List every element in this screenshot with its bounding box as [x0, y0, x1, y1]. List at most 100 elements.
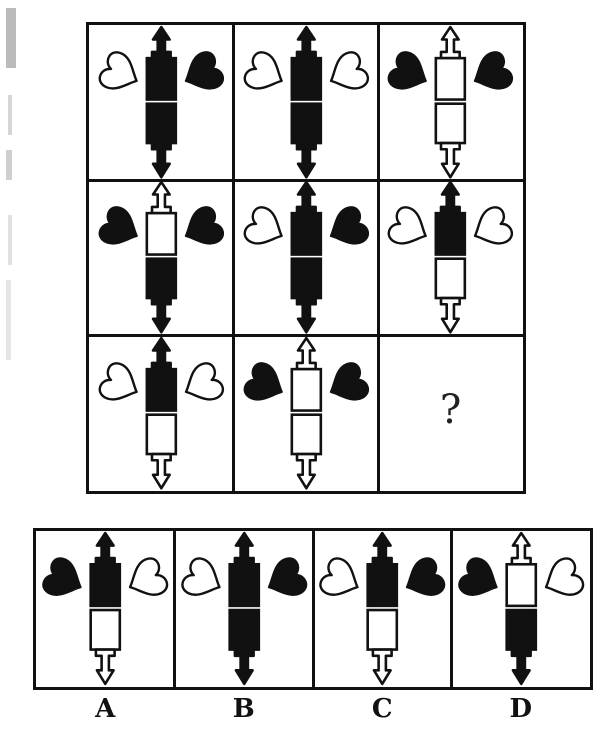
- bottom-box: [89, 608, 122, 651]
- tail-arrow-icon: [371, 648, 393, 686]
- tail-arrow-icon: [150, 297, 172, 334]
- left-heart-icon: [42, 557, 82, 596]
- head-arrow-icon: [150, 181, 172, 215]
- top-box: [290, 367, 322, 412]
- figure: [243, 25, 369, 179]
- option-figure: [457, 531, 584, 686]
- top-box: [145, 367, 178, 412]
- tail-arrow-icon: [440, 297, 462, 334]
- figure: [387, 25, 514, 179]
- option-label-b: B: [232, 694, 255, 724]
- option-label-c: C: [371, 694, 393, 724]
- grid-cell-r1c2: [234, 25, 379, 180]
- left-heart-icon: [387, 51, 428, 90]
- top-box: [290, 212, 322, 257]
- top-box: [145, 56, 178, 101]
- figure: [98, 181, 225, 334]
- right-heart-icon: [184, 206, 225, 245]
- tail-arrow-icon: [510, 648, 532, 686]
- head-arrow-icon: [440, 25, 462, 60]
- option-label-a: A: [95, 694, 116, 724]
- left-heart-icon: [243, 51, 283, 90]
- right-heart-icon: [184, 51, 225, 90]
- head-arrow-icon: [295, 336, 317, 371]
- top-box: [434, 212, 467, 257]
- option-divider: [311, 531, 315, 687]
- figure: [387, 181, 514, 334]
- left-heart-icon: [319, 557, 359, 596]
- figure: [243, 336, 369, 490]
- grid-cell-r3c2: [234, 336, 379, 491]
- left-heart-icon: [98, 206, 138, 245]
- option-figure: [180, 531, 307, 686]
- tail-arrow-icon: [94, 648, 116, 686]
- head-arrow-icon: [371, 531, 393, 566]
- right-heart-icon: [405, 557, 446, 596]
- grid-cell-r1c3: [378, 25, 523, 180]
- head-arrow-icon: [295, 25, 317, 60]
- top-box: [145, 212, 178, 257]
- grid-divider: [89, 178, 523, 182]
- figure: [243, 181, 369, 334]
- option-c[interactable]: [313, 531, 452, 687]
- bottom-box: [290, 257, 322, 300]
- left-heart-icon: [98, 51, 138, 90]
- figure: [98, 25, 225, 179]
- head-arrow-icon: [150, 25, 172, 60]
- bottom-box: [145, 257, 178, 300]
- option-figure: [42, 531, 169, 686]
- bottom-box: [504, 608, 537, 651]
- top-box: [89, 562, 122, 608]
- grid-cell-r3c1: [89, 336, 234, 491]
- right-heart-icon: [184, 361, 225, 401]
- option-b[interactable]: [175, 531, 314, 687]
- tail-arrow-icon: [295, 452, 317, 490]
- bottom-box: [145, 413, 178, 456]
- left-heart-icon: [180, 557, 221, 596]
- grid-divider: [376, 25, 380, 491]
- tail-arrow-icon: [295, 297, 317, 334]
- tail-arrow-icon: [150, 452, 172, 490]
- option-divider: [173, 531, 176, 687]
- right-heart-icon: [329, 51, 369, 90]
- figure: [98, 336, 225, 490]
- grid-cell-r2c2: [234, 180, 379, 335]
- bottom-box: [227, 608, 260, 651]
- right-heart-icon: [329, 361, 369, 401]
- left-heart-icon: [98, 361, 138, 401]
- bottom-box: [290, 102, 322, 145]
- right-heart-icon: [329, 206, 369, 245]
- bottom-box: [434, 102, 467, 145]
- option-a[interactable]: [36, 531, 175, 687]
- top-box: [504, 562, 537, 608]
- grid-cell-r1c1: [89, 25, 234, 180]
- option-d[interactable]: [452, 531, 591, 687]
- head-arrow-icon: [94, 531, 116, 566]
- missing-cell-question-mark: ?: [439, 387, 462, 434]
- head-arrow-icon: [233, 531, 255, 566]
- bottom-box: [145, 102, 178, 145]
- head-arrow-icon: [295, 181, 317, 215]
- bottom-box: [290, 413, 322, 456]
- tail-arrow-icon: [150, 141, 172, 179]
- option-figure: [319, 531, 446, 686]
- tail-arrow-icon: [233, 648, 255, 686]
- right-heart-icon: [128, 557, 169, 596]
- answer-options: [33, 528, 593, 690]
- head-arrow-icon: [440, 181, 462, 215]
- top-box: [366, 562, 399, 608]
- left-heart-icon: [457, 557, 498, 596]
- left-heart-icon: [243, 206, 283, 245]
- tail-arrow-icon: [295, 141, 317, 179]
- top-box: [434, 56, 467, 101]
- top-box: [227, 562, 260, 608]
- grid-cell-r2c1: [89, 180, 234, 335]
- option-divider: [450, 531, 453, 687]
- right-heart-icon: [474, 206, 514, 245]
- grid-cell-r2c3: [378, 180, 523, 335]
- bottom-box: [366, 608, 399, 651]
- tail-arrow-icon: [440, 141, 462, 179]
- puzzle-grid: ?: [86, 22, 526, 494]
- head-arrow-icon: [510, 531, 532, 566]
- top-box: [290, 56, 322, 101]
